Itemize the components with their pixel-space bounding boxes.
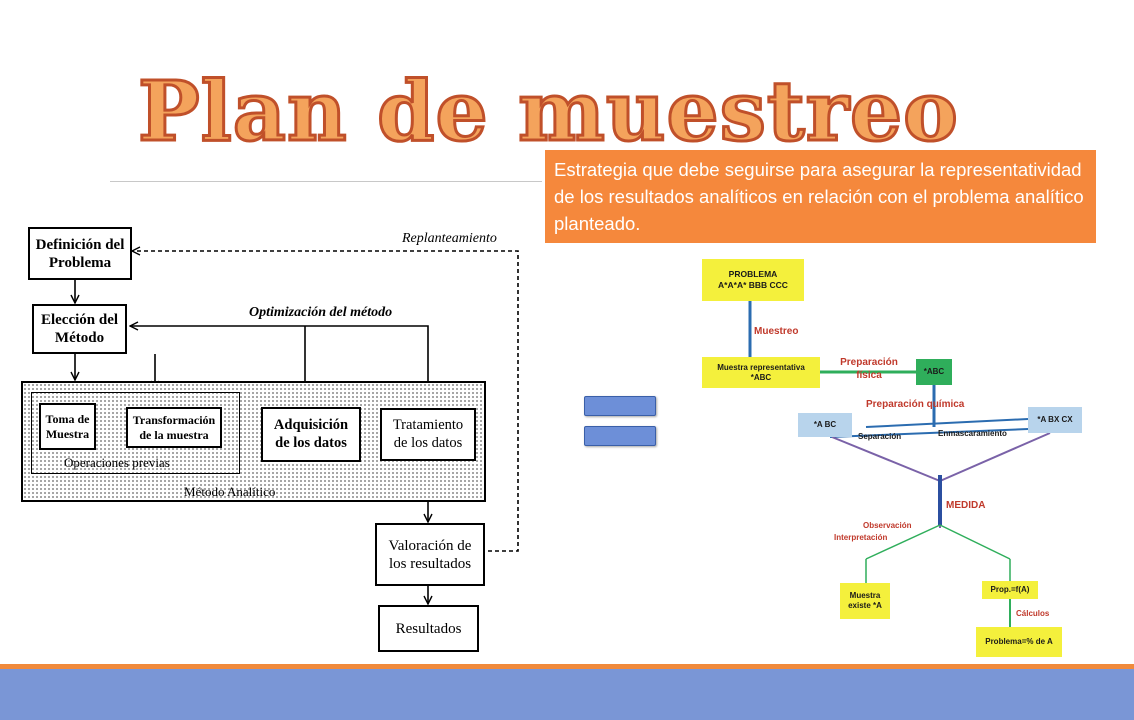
muestra-existe-line2: existe *A <box>848 601 882 610</box>
muestra-rep-line1: Muestra representativa <box>717 362 805 372</box>
tratamiento-line2: de los datos <box>393 434 463 451</box>
muestreo-label: Muestreo <box>754 326 799 337</box>
title-divider <box>110 181 542 182</box>
footer-band <box>0 669 1134 720</box>
sampling-concept-map: PROBLEMA A*A*A* BBB CCC Muestreo Muestra… <box>670 243 1105 665</box>
definicion-problema-box: Definición del Problema <box>28 227 132 280</box>
tratamiento-box: Tratamiento de los datos <box>380 408 476 461</box>
adquisicion-box: Adquisición de los datos <box>261 407 361 462</box>
muestra-existe-box: Muestra existe *A <box>840 583 890 619</box>
definicion-line1: Definición del <box>35 236 125 253</box>
toma-muestra-box: Toma de Muestra <box>39 403 96 450</box>
definition-callout: Estrategia que debe seguirse para asegur… <box>545 150 1096 243</box>
calculos-label: Cálculos <box>1016 609 1050 618</box>
replanteamiento-label: Replanteamiento <box>402 231 497 246</box>
problema-line1: PROBLEMA <box>728 269 778 280</box>
equals-bar-top <box>584 396 656 416</box>
right-diagram-connectors <box>748 300 1051 627</box>
toma-line1: Toma de <box>45 412 90 427</box>
optimizacion-label: Optimización del método <box>249 305 393 320</box>
footer-accent-line <box>0 664 1134 669</box>
tratamiento-line1: Tratamiento <box>392 417 464 434</box>
observacion-label: Observación <box>863 521 912 530</box>
prep-fisica-line2: física <box>856 369 882 381</box>
valoracion-box: Valoración de los resultados <box>375 523 485 586</box>
toma-line2: Muestra <box>45 426 90 441</box>
resultados-box: Resultados <box>378 605 479 652</box>
interpretacion-label: Interpretación <box>834 533 888 542</box>
adquisicion-line1: Adquisición <box>273 417 349 434</box>
a-bx-cx-box: *A BX CX <box>1028 407 1082 433</box>
problema-line2: A*A*A* BBB CCC <box>718 280 788 290</box>
a-bc-box: *A BC <box>798 413 852 437</box>
abc-box: *ABC <box>916 359 952 385</box>
page-title: Plan de muestreo <box>137 63 960 162</box>
enmascaramiento-label: Enmascaramiento <box>938 429 1007 438</box>
transformacion-box: Transformación de la muestra <box>126 407 222 448</box>
definicion-line2: Problema <box>48 254 112 271</box>
eleccion-line1: Elección del <box>40 312 119 328</box>
transformacion-line1: Transformación <box>132 413 216 428</box>
operaciones-previas-group <box>31 392 240 474</box>
adquisicion-line2: de los datos <box>275 434 347 451</box>
preparacion-fisica-label: Preparación física <box>838 357 900 382</box>
analytical-process-diagram: Definición del Problema Elección del Mét… <box>0 0 540 660</box>
equals-bar-bottom <box>584 426 656 446</box>
preparacion-quimica-label: Preparación química <box>866 399 965 410</box>
separacion-label: Separación <box>858 432 902 441</box>
eleccion-metodo-box: Elección del Método <box>32 304 127 354</box>
valoracion-line2: los resultados <box>388 555 472 572</box>
eleccion-line2: Método <box>54 330 105 346</box>
muestra-representativa-box: Muestra representativa *ABC <box>702 357 820 388</box>
transformacion-line2: de la muestra <box>139 427 209 442</box>
muestra-existe-line1: Muestra <box>849 591 881 600</box>
metodo-analitico-label: Método Analítico <box>184 484 276 499</box>
problema-box: PROBLEMA A*A*A* BBB CCC <box>702 259 804 301</box>
valoracion-line1: Valoración de <box>388 537 472 554</box>
operaciones-previas-label: Operaciones previas <box>64 455 170 470</box>
prop-box: Prop.=f(A) <box>982 581 1038 599</box>
medida-label: MEDIDA <box>946 500 986 511</box>
problema-porcentaje-box: Problema=% de A <box>976 627 1062 657</box>
muestra-rep-line2: *ABC <box>750 372 772 382</box>
prep-fisica-line1: Preparación <box>840 357 898 368</box>
